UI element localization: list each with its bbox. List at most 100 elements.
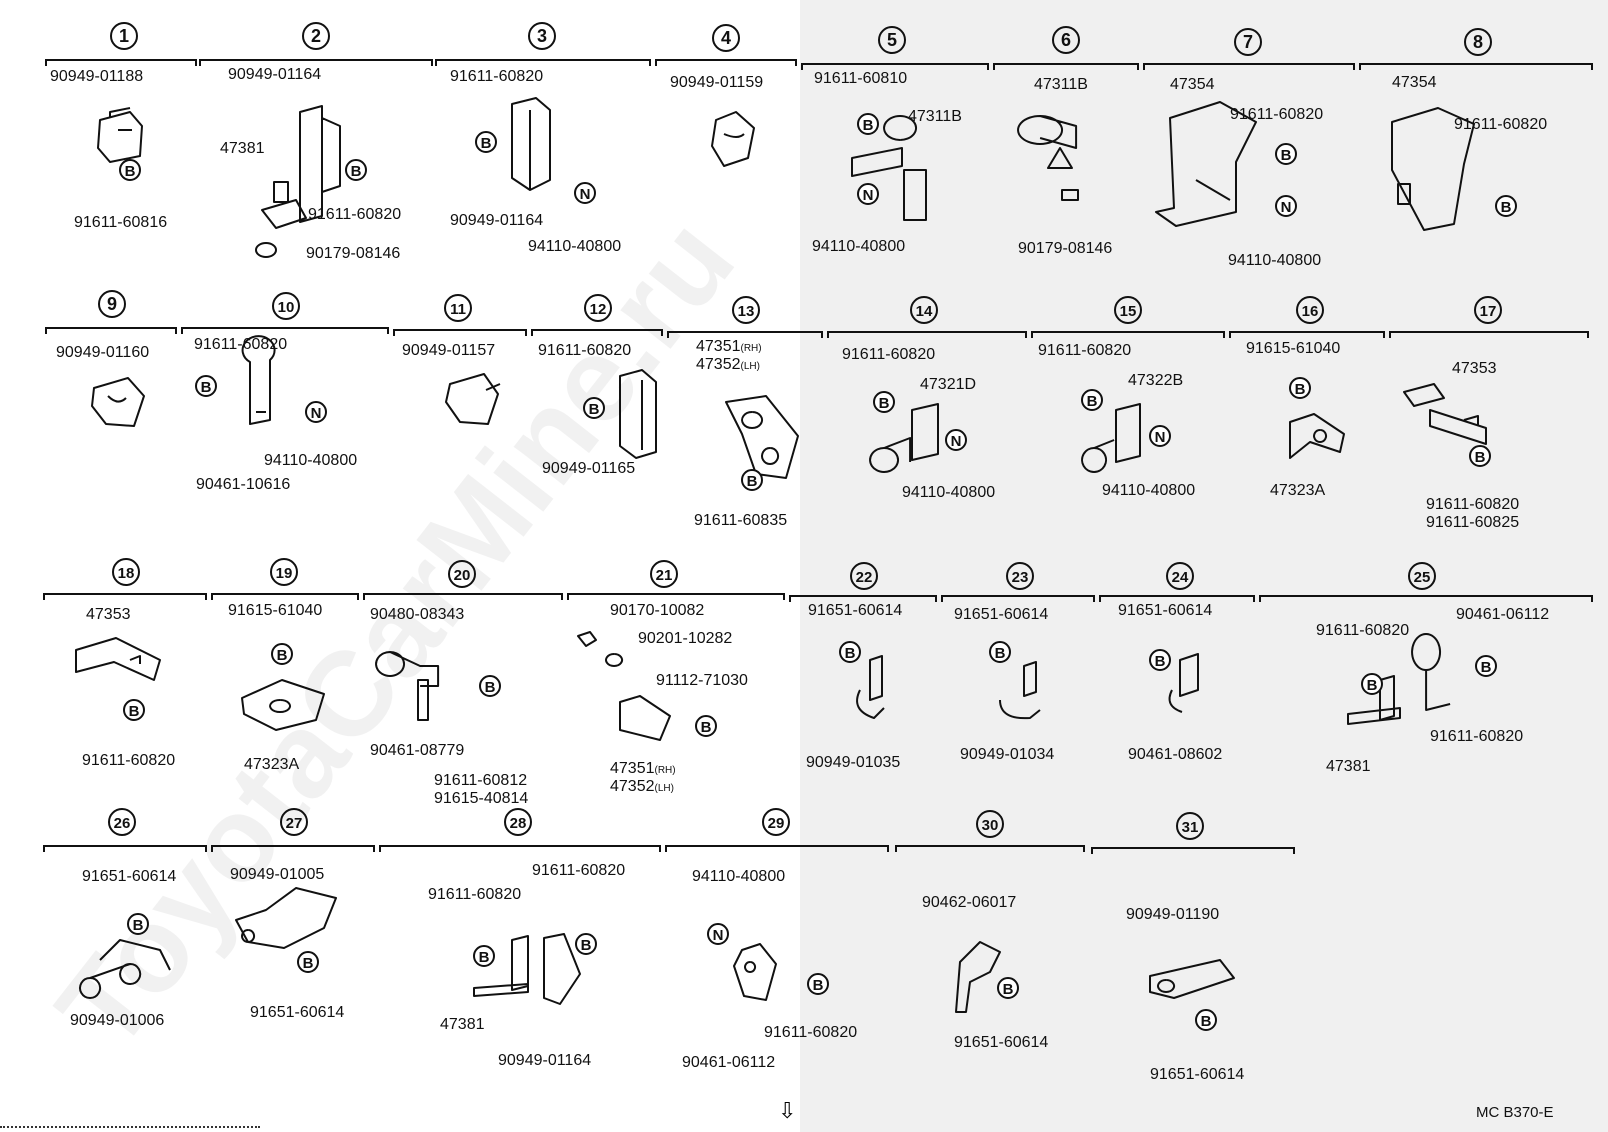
part-number-label: 90461-10616 <box>196 476 290 494</box>
fastener-balloon-b: B <box>997 977 1019 999</box>
fastener-balloon-b: B <box>583 397 605 419</box>
part-number: 47321D <box>920 376 977 393</box>
svg-text:N: N <box>1281 199 1292 216</box>
part-number: 90949-01035 <box>806 754 901 771</box>
part-number: 94110-40800 <box>692 868 786 885</box>
part-number-label: 94110-40800 <box>902 484 995 502</box>
part-number: 47351 <box>610 760 655 777</box>
section-bracket <box>941 595 1095 602</box>
fastener-balloon-b: B <box>807 973 829 995</box>
part-number-label: 90462-06017 <box>922 894 1016 912</box>
part-number-label: 90949-01164 <box>450 212 543 230</box>
section-number-10: 10 <box>272 292 300 320</box>
svg-text:B: B <box>1481 659 1492 676</box>
part-number: 94110-40800 <box>902 484 996 501</box>
section-bracket <box>1091 847 1295 854</box>
part-number: 91611-60820 <box>538 342 632 359</box>
part-number: 94110-40800 <box>264 452 358 469</box>
part-number: 91611-60810 <box>814 70 908 87</box>
part-number: 91611-60820 <box>428 886 522 903</box>
svg-text:20: 20 <box>454 567 471 584</box>
part-number-label: 91611-60820 <box>308 206 401 224</box>
part-number-label: 91651-60614 <box>82 868 176 886</box>
section-bracket <box>45 59 197 66</box>
part-number: 90462-06017 <box>922 894 1017 911</box>
fastener-balloon-b: B <box>479 675 501 697</box>
part-number-label: 47353 <box>86 606 131 624</box>
part-number-label: 90949-01165 <box>542 460 635 478</box>
part-number: 91651-60614 <box>1150 1066 1245 1083</box>
svg-text:N: N <box>713 927 724 944</box>
part-number-label: 91611-60816 <box>74 214 167 232</box>
part-number: 47352 <box>696 356 741 373</box>
svg-text:B: B <box>747 473 758 490</box>
svg-text:5: 5 <box>887 30 897 50</box>
svg-text:18: 18 <box>118 565 135 582</box>
part-number-label: 91611-60820 <box>82 752 175 770</box>
part-number: 90949-01165 <box>542 460 636 477</box>
fastener-balloon-b: B <box>741 469 763 491</box>
svg-text:B: B <box>1367 677 1378 694</box>
svg-text:B: B <box>481 135 492 152</box>
section-bracket <box>363 593 563 600</box>
section-bracket <box>531 329 663 336</box>
svg-text:B: B <box>813 977 824 994</box>
svg-text:N: N <box>311 405 322 422</box>
part-number: 91615-61040 <box>1246 340 1341 357</box>
fastener-balloon-b: B <box>475 131 497 153</box>
section-bracket <box>1099 595 1255 602</box>
svg-text:B: B <box>485 679 496 696</box>
part-number: 47351 <box>696 338 741 355</box>
svg-text:B: B <box>589 401 600 418</box>
part-number: 91611-60820 <box>1426 496 1520 513</box>
fastener-balloon-b: B <box>1469 445 1491 467</box>
part-number: 94110-40800 <box>1228 252 1322 269</box>
svg-text:B: B <box>1501 199 1512 216</box>
part-number-label: 90461-08602 <box>1128 746 1222 764</box>
svg-text:N: N <box>863 187 874 204</box>
fastener-balloon-n: N <box>857 183 879 205</box>
part-number-label: 47381 <box>1326 758 1371 776</box>
part-number: 91611-60820 <box>1038 342 1132 359</box>
svg-text:N: N <box>951 433 962 450</box>
svg-text:B: B <box>1295 381 1306 398</box>
fastener-balloon-b: B <box>127 913 149 935</box>
part-number: 91611-60820 <box>1230 106 1324 123</box>
fastener-balloon-b: B <box>345 159 367 181</box>
section-number-7: 7 <box>1234 28 1262 56</box>
section-number-28: 28 <box>504 808 532 836</box>
fastener-balloon-b: B <box>873 391 895 413</box>
part-number: 90461-08779 <box>370 742 465 759</box>
svg-text:19: 19 <box>276 565 293 582</box>
side-qualifier: (RH) <box>654 765 676 776</box>
section-number-8: 8 <box>1464 28 1492 56</box>
part-number-label: 91611-60820 <box>538 342 631 360</box>
part-number-label: 90949-01035 <box>806 754 900 772</box>
part-number-label: 91615-61040 <box>1246 340 1340 358</box>
part-number-label: 90179-08146 <box>306 245 400 263</box>
part-number-label: 90480-08343 <box>370 606 464 624</box>
svg-text:N: N <box>580 186 591 203</box>
section-bracket <box>181 327 389 334</box>
svg-text:28: 28 <box>510 815 527 832</box>
part-number-label: 94110-40800 <box>692 868 785 886</box>
section-number-9: 9 <box>98 290 126 318</box>
section-bracket <box>667 331 823 338</box>
fastener-balloon-n: N <box>574 182 596 204</box>
part-number-label: 91112-71030 <box>656 672 748 690</box>
part-number-label: 47352(LH) <box>610 778 674 798</box>
part-number: 91611-60820 <box>308 206 402 223</box>
side-qualifier: (LH) <box>740 361 760 372</box>
part-number-label: 91611-60825 <box>1426 514 1519 532</box>
svg-text:11: 11 <box>450 301 466 318</box>
part-number-label: 47351(RH) <box>610 760 676 780</box>
svg-text:30: 30 <box>982 817 999 834</box>
part-number-label: 47311B <box>1034 76 1088 94</box>
section-bracket <box>801 63 989 70</box>
section-number-30: 30 <box>976 810 1004 838</box>
section-bracket <box>211 593 359 600</box>
part-number-label: 91611-60820 <box>1426 496 1519 514</box>
part-number-label: 90949-01034 <box>960 746 1054 764</box>
part-number-label: 90949-01160 <box>56 344 149 362</box>
